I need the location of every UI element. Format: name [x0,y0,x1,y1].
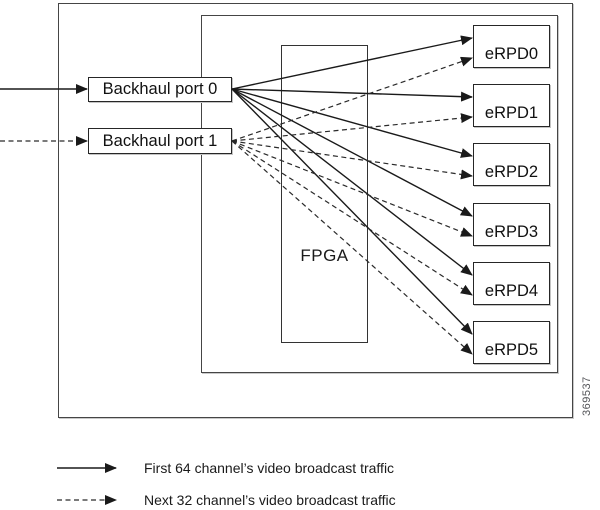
outer-enclosure-box [58,3,573,418]
legend-label-solid: First 64 channel’s video broadcast traff… [144,460,395,476]
erpd-box: eRPD4 [473,262,550,305]
backhaul-port-1-label: Backhaul port 1 [102,131,218,150]
erpd-label: eRPD5 [484,341,539,359]
fpga-label: FPGA [300,246,349,265]
figure-number: 369537 [581,376,593,416]
erpd-label: eRPD4 [484,282,539,300]
erpd-label: eRPD3 [484,223,539,241]
erpd-box: eRPD0 [473,25,550,68]
backhaul-port-0-box: Backhaul port 0 [88,77,232,102]
erpd-label: eRPD1 [484,104,539,122]
erpd-box: eRPD3 [473,203,550,246]
erpd-box: eRPD2 [473,143,550,186]
fpga-box: FPGA [281,45,368,343]
erpd-label: eRPD2 [484,163,539,181]
erpd-label: eRPD0 [484,45,539,63]
legend-label-dashed: Next 32 channel’s video broadcast traffi… [144,492,396,508]
erpd-box: eRPD1 [473,84,550,127]
inner-enclosure-box [201,15,558,373]
erpd-box: eRPD5 [473,321,550,364]
backhaul-port-0-label: Backhaul port 0 [102,80,218,98]
backhaul-port-1-box: Backhaul port 1 [88,128,232,154]
